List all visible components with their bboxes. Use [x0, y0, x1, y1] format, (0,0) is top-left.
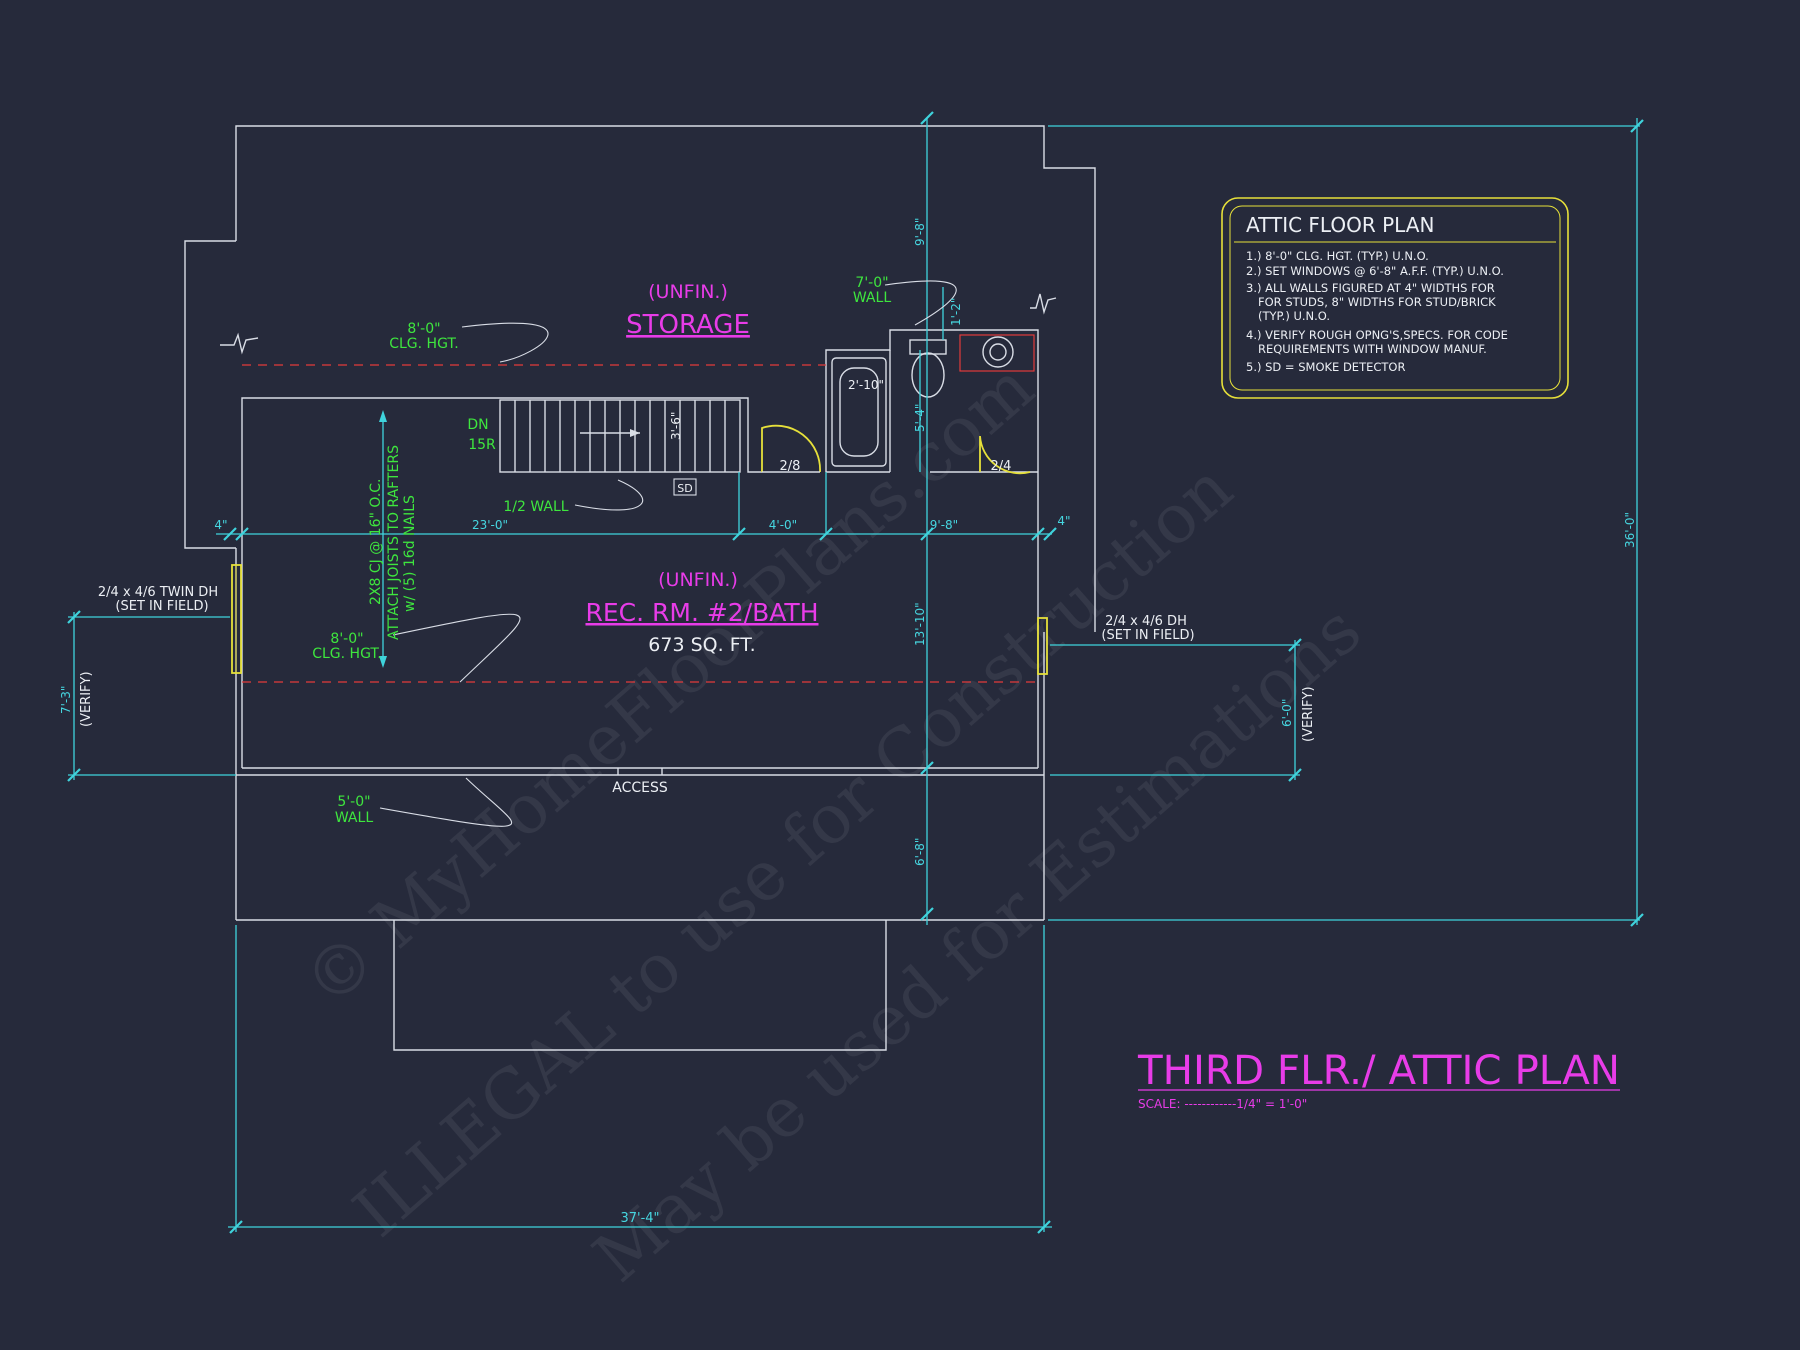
- dim-6-0: 6'-0": [1280, 699, 1294, 727]
- tub-width-dim: 2'-10": [848, 378, 884, 392]
- attic-access-label: ACCESS: [612, 780, 668, 796]
- watermark: © MyHomeFloorPlans.com ILLEGAL to use fo…: [289, 348, 1376, 1298]
- left-verify-note: (VERIFY): [79, 671, 94, 727]
- rec-unfin-label: (UNFIN.): [658, 569, 738, 591]
- room-labels: (UNFIN.) STORAGE (UNFIN.) REC. RM. #2/BA…: [585, 281, 818, 656]
- joist-note-1: 2X8 CJ @ 16" O.C.: [368, 479, 384, 606]
- left-window-spec: 2/4 x 4/6 TWIN DH: [98, 585, 218, 600]
- storage-room-name: STORAGE: [626, 310, 750, 340]
- note-3: 3.) ALL WALLS FIGURED AT 4" WIDTHS FOR: [1246, 281, 1495, 295]
- rec-room-name: REC. RM. #2/BATH: [585, 598, 818, 627]
- half-wall-label: 1/2 WALL: [503, 499, 568, 515]
- smoke-detector-label: SD: [677, 482, 692, 495]
- dim-4-right: 4": [1057, 514, 1070, 528]
- wall-height-5-label: WALL: [335, 810, 373, 826]
- door-label-2-4: 2/4: [991, 459, 1012, 474]
- right-verify-note: (VERIFY): [1301, 686, 1316, 742]
- drawing-title-block: THIRD FLR./ ATTIC PLAN SCALE: ----------…: [1137, 1048, 1620, 1111]
- clg-hgt-low-value: 8'-0": [330, 631, 363, 647]
- dim-37-4: 37'-4": [620, 1211, 659, 1226]
- wall-height-7-label: WALL: [853, 290, 891, 306]
- rec-room-area: 673 SQ. FT.: [648, 634, 755, 656]
- dim-9-8-top: 9'-8": [913, 218, 927, 246]
- dim-7-3: 7'-3": [59, 686, 73, 714]
- dim-4-0: 4'-0": [769, 518, 797, 532]
- note-4: 4.) VERIFY ROUGH OPNG'S,SPECS. FOR CODE: [1246, 328, 1508, 342]
- dim-1-2: 1'-2": [949, 298, 963, 326]
- leader-lines: [379, 280, 957, 827]
- notes-title: ATTIC FLOOR PLAN: [1246, 213, 1434, 237]
- stair-down-label: DN: [467, 417, 488, 433]
- dim-13-10: 13'-10": [913, 602, 927, 646]
- clg-hgt-top-label: CLG. HGT.: [389, 336, 459, 352]
- dim-9-8-mid: 9'-8": [930, 518, 958, 532]
- clg-hgt-top-value: 8'-0": [407, 321, 440, 337]
- clg-hgt-low-label: CLG. HGT.: [312, 646, 382, 662]
- stair-width-dim: 3'-6": [669, 412, 683, 440]
- smoke-detector-box: [673, 478, 697, 496]
- wall-height-7-value: 7'-0": [855, 275, 888, 291]
- right-window-spec: 2/4 x 4/6 DH: [1105, 614, 1187, 629]
- door-label-2-8: 2/8: [780, 459, 801, 474]
- dim-4-left: 4": [214, 518, 227, 532]
- wall-height-5-value: 5'-0": [337, 794, 370, 810]
- left-window-note: (SET IN FIELD): [115, 599, 208, 614]
- dim-23-0: 23'-0": [472, 518, 508, 532]
- windows: [231, 564, 1048, 675]
- joist-note-2: ATTACH JOISTS TO RAFTERS: [386, 445, 402, 640]
- annotations: 8'-0" CLG. HGT. 7'-0" WALL DN 15R 3'-6" …: [79, 275, 1316, 826]
- note-2: 2.) SET WINDOWS @ 6'-8" A.F.F. (TYP.) U.…: [1246, 264, 1504, 278]
- right-window-note: (SET IN FIELD): [1101, 628, 1194, 643]
- stair-risers-label: 15R: [468, 437, 496, 453]
- stair-treads: [514, 400, 726, 472]
- storage-unfin-label: (UNFIN.): [648, 281, 728, 303]
- drawing-title: THIRD FLR./ ATTIC PLAN: [1137, 1048, 1620, 1094]
- drawing-scale: SCALE: ------------1/4" = 1'-0": [1138, 1097, 1307, 1111]
- door-swings: [761, 424, 1031, 475]
- note-1: 1.) 8'-0" CLG. HGT. (TYP.) U.N.O.: [1246, 249, 1429, 263]
- attic-notes-box: ATTIC FLOOR PLAN 1.) 8'-0" CLG. HGT. (TY…: [1221, 197, 1569, 399]
- dim-36-0: 36'-0": [1623, 512, 1637, 548]
- dimension-labels: 9'-8" 1'-2" 5'-4" 13'-10" 6'-8" 36'-0" 4…: [59, 218, 1637, 1226]
- note-5: 5.) SD = SMOKE DETECTOR: [1246, 360, 1405, 374]
- dim-5-4: 5'-4": [913, 404, 927, 432]
- dim-6-8: 6'-8": [913, 838, 927, 866]
- note-3-cont-2: (TYP.) U.N.O.: [1258, 309, 1330, 323]
- note-4-cont: REQUIREMENTS WITH WINDOW MANUF.: [1258, 342, 1487, 356]
- dimension-lines: [67, 111, 1644, 1234]
- note-3-cont: FOR STUDS, 8" WIDTHS FOR STUD/BRICK: [1258, 295, 1496, 309]
- joist-note-3: w/ (5) 16d NAILS: [402, 495, 418, 612]
